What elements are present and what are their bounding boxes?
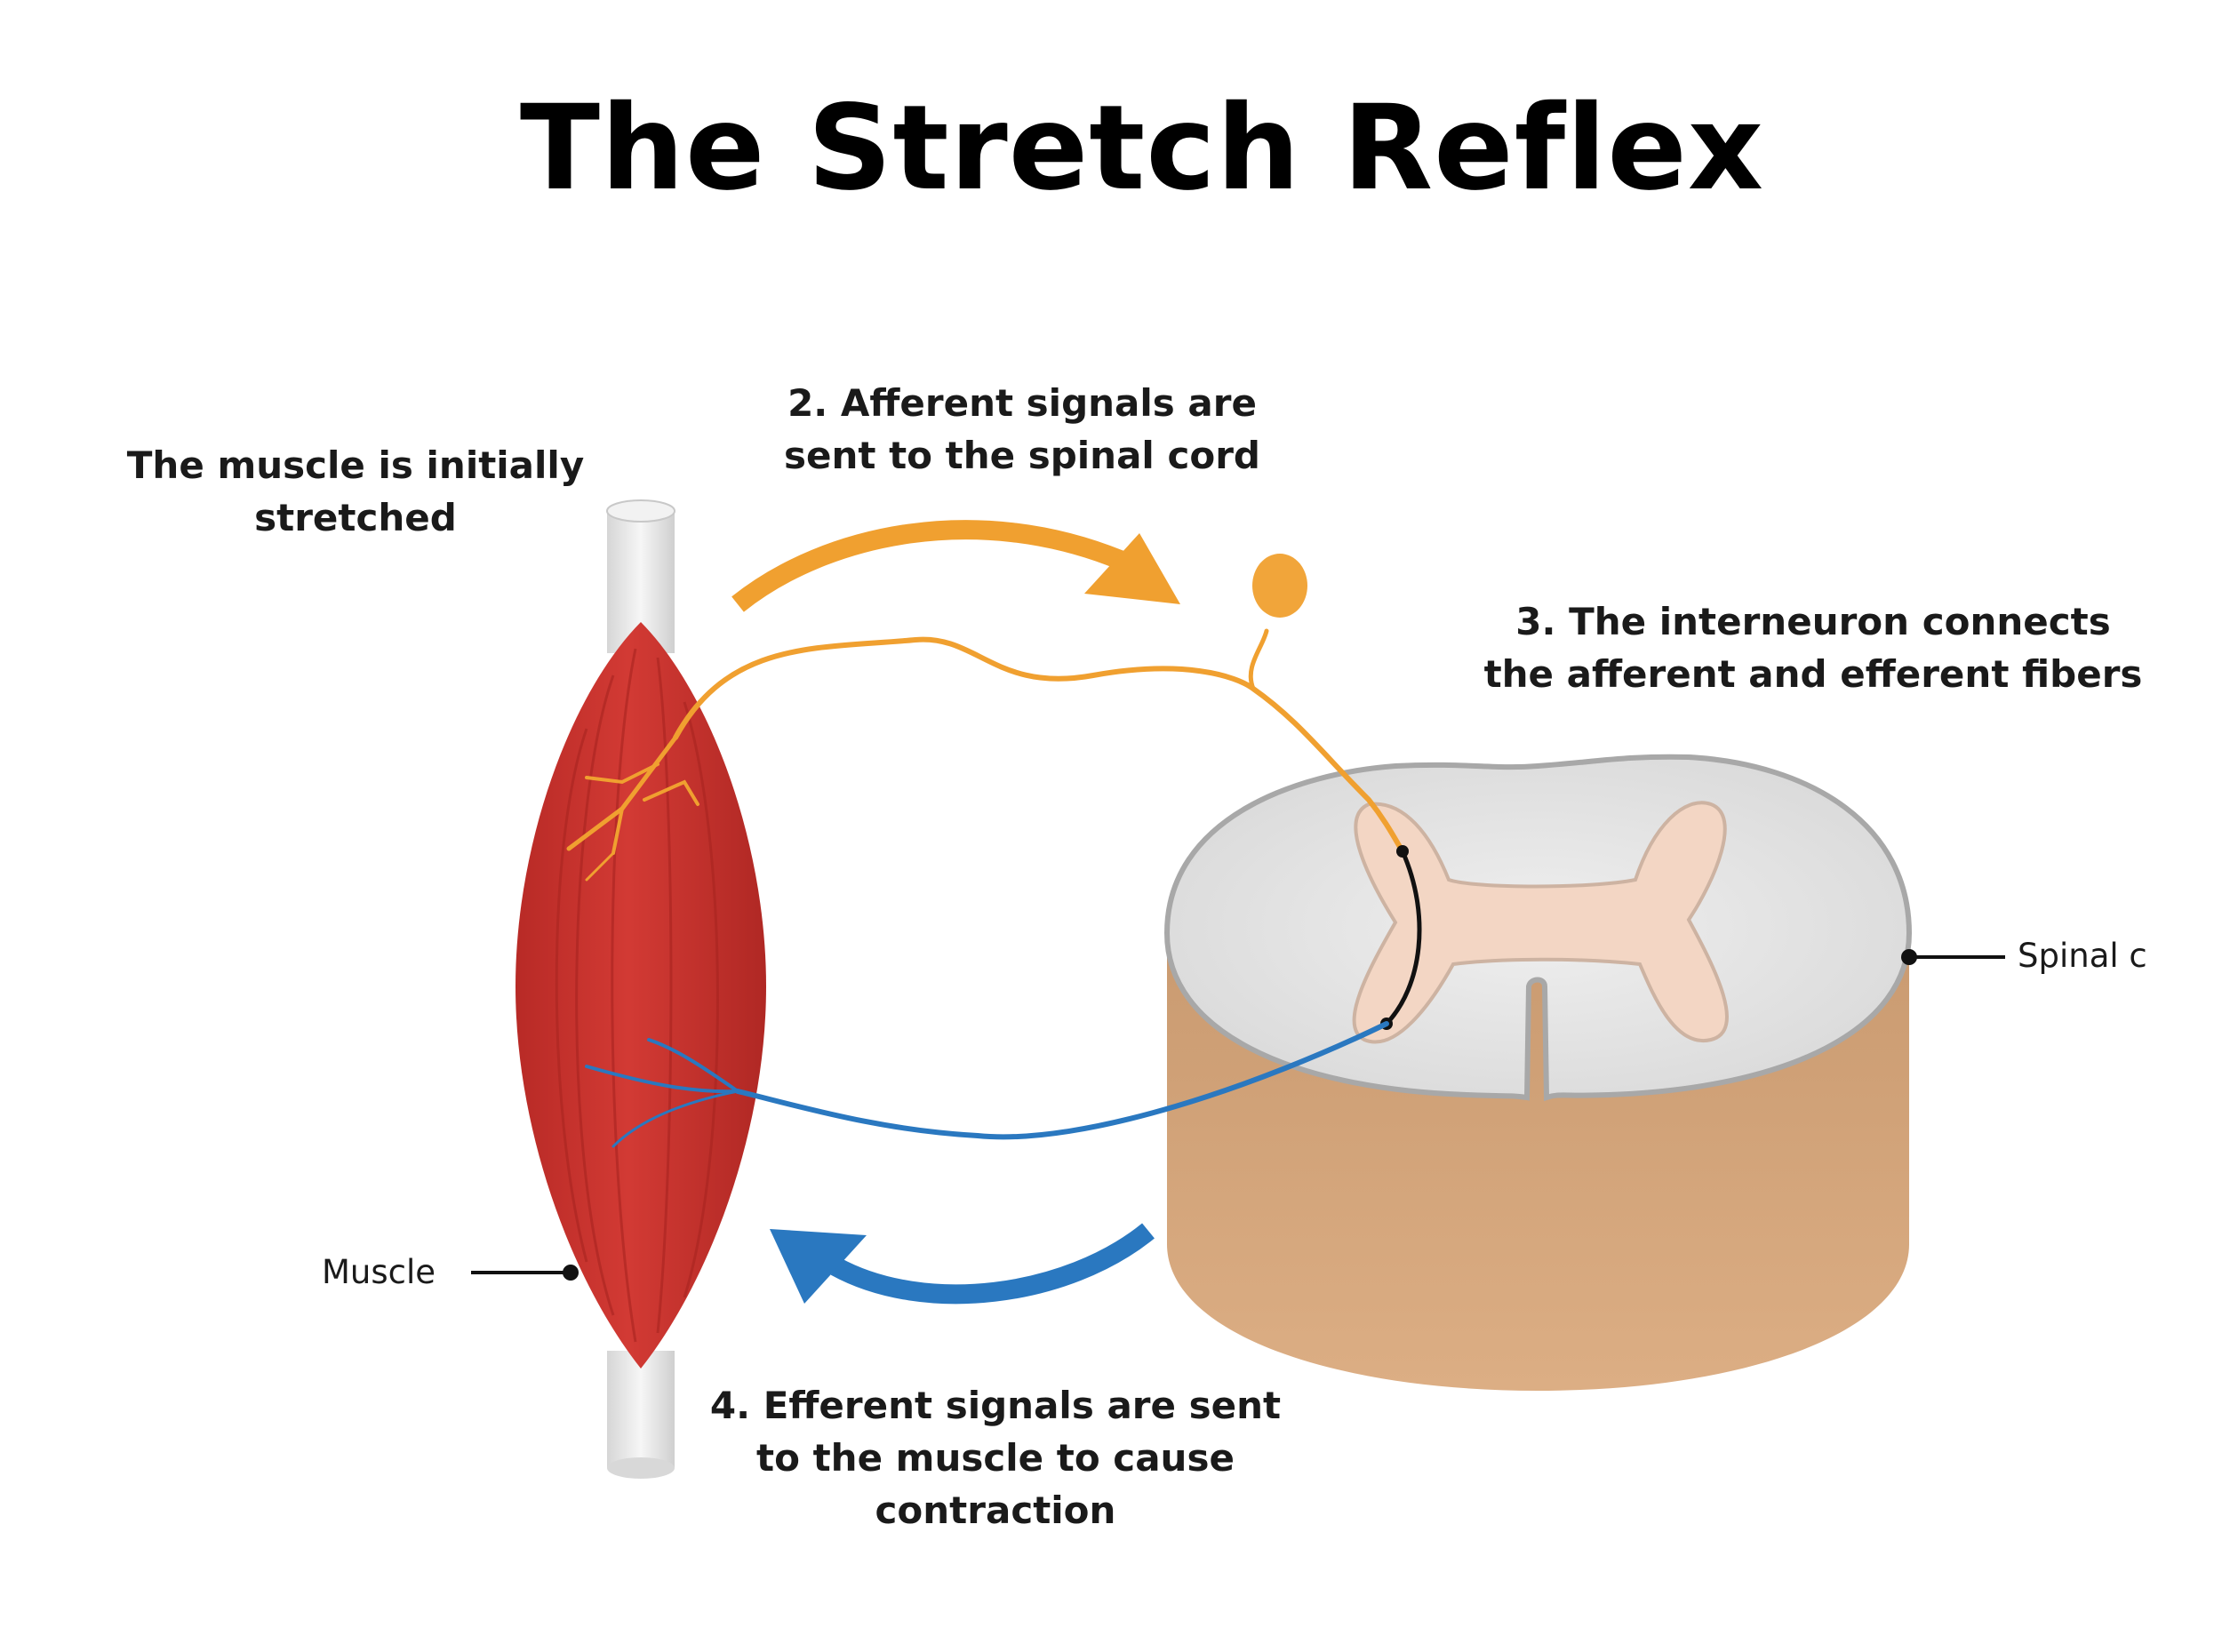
step-1-text: The muscle is initially stretched xyxy=(126,443,585,539)
afferent-cell-body xyxy=(1252,554,1307,618)
diagram-title: The Stretch Reflex xyxy=(519,80,1765,217)
efferent-arrow xyxy=(770,1223,1155,1305)
afferent-nerve-fiber xyxy=(566,628,1405,882)
afferent-arrow xyxy=(731,520,1180,612)
muscle-tendon-bottom xyxy=(607,1351,675,1479)
muscle-tendon-top xyxy=(606,499,675,653)
step-3-text: 3. The interneuron connects the afferent… xyxy=(1483,600,2143,696)
muscle-label-line xyxy=(471,1265,579,1281)
spinal-cord-label: Spinal c xyxy=(2018,937,2147,975)
efferent-nerve-fiber xyxy=(585,1021,1389,1148)
muscle-label: Muscle xyxy=(322,1253,436,1291)
step-2-text: 2. Afferent signals are sent to the spin… xyxy=(784,381,1260,477)
spinal-cord-label-line xyxy=(1901,949,2005,965)
spinal-cord-gray-matter xyxy=(1352,801,1729,1044)
muscle xyxy=(516,622,766,1369)
spinal-cord xyxy=(1163,754,1913,1391)
step-4-text: 4. Efferent signals are sent to the musc… xyxy=(709,1384,1282,1532)
